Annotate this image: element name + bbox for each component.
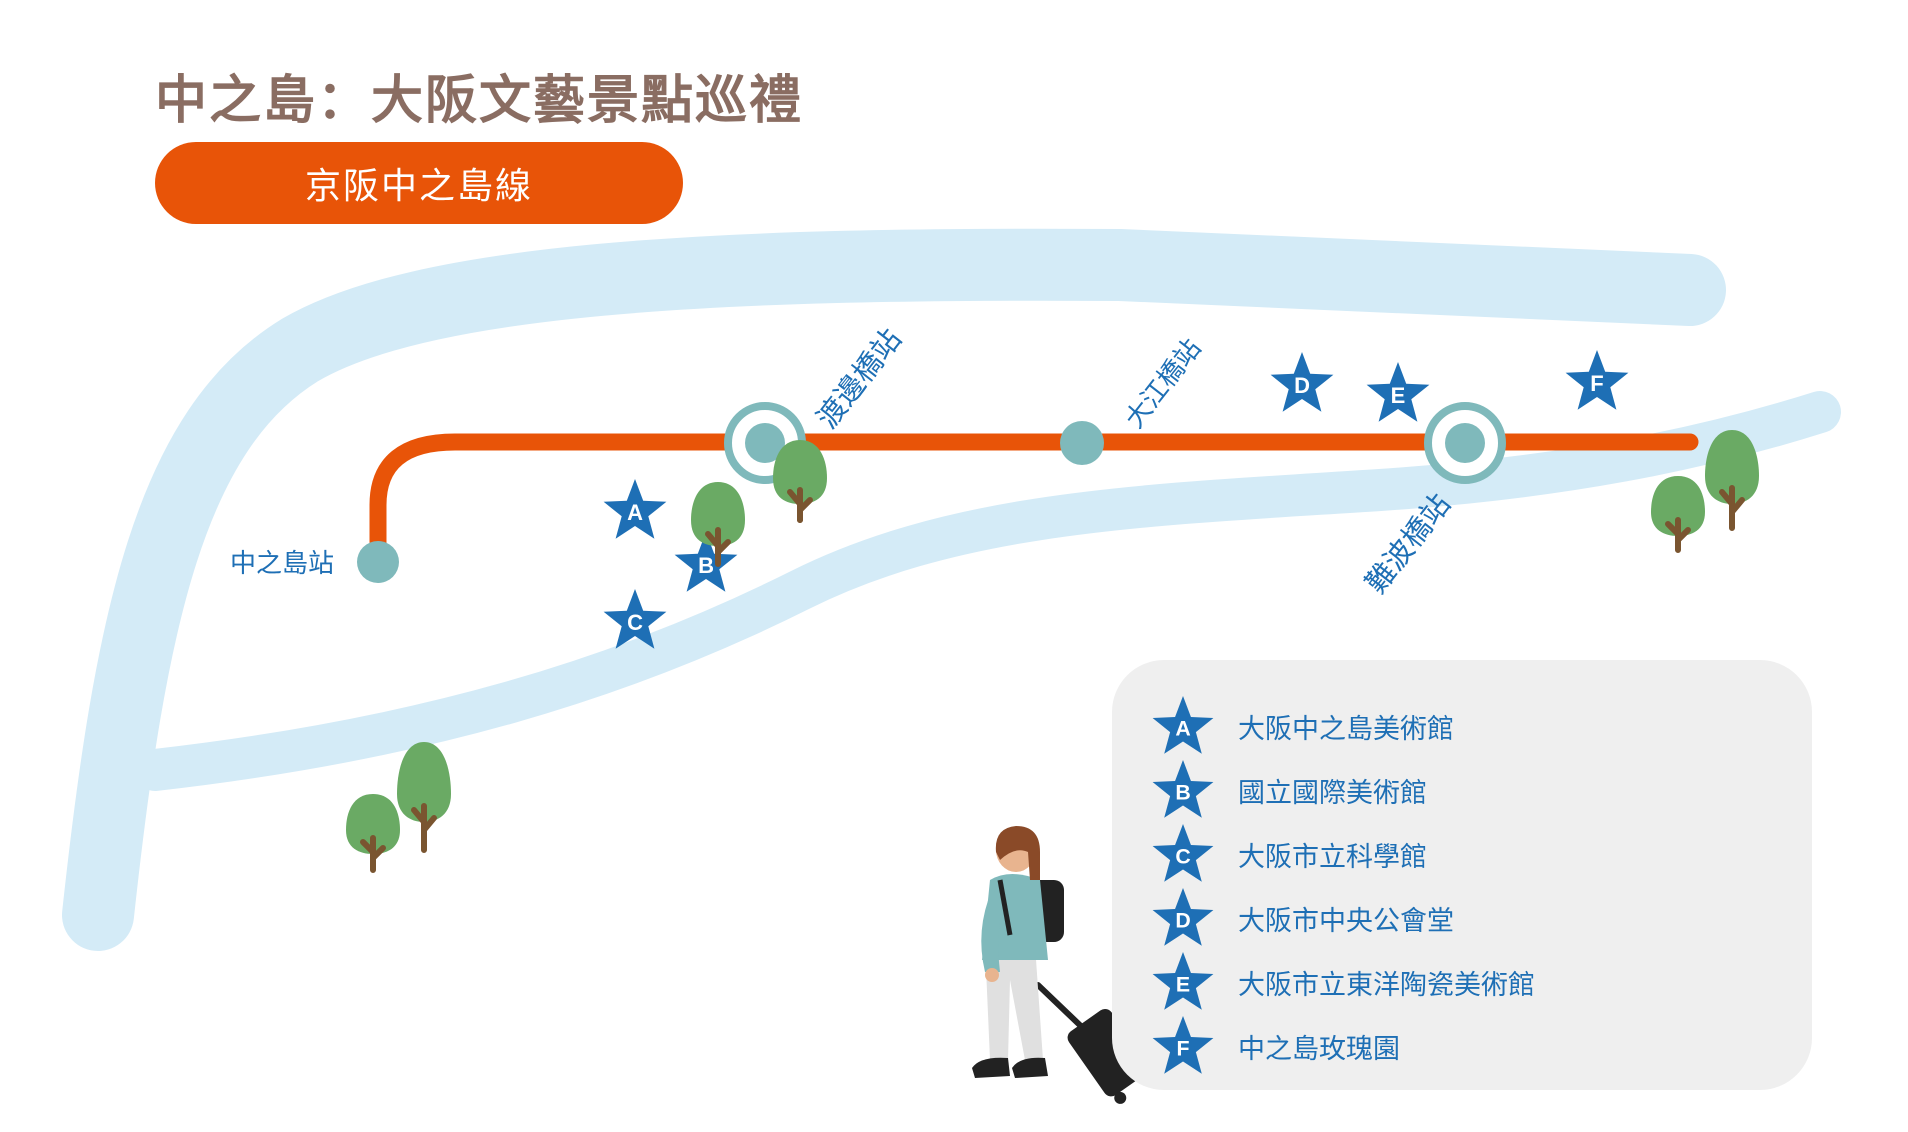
star-marker-b[interactable]: B — [674, 532, 738, 592]
legend-item-a[interactable]: A 大阪中之島美術館 — [1152, 695, 1454, 756]
station-nakanoshima-marker[interactable] — [357, 541, 399, 583]
station-label-nakanoshima: 中之島站 — [230, 549, 335, 579]
star-marker-e[interactable]: E — [1366, 362, 1430, 422]
station-watanabebashi-marker — [745, 423, 785, 463]
legend-item-label: 大阪市中央公會堂 — [1238, 905, 1454, 937]
star-marker-f[interactable]: F — [1565, 350, 1629, 410]
page-title: 中之島：大阪文藝景點巡禮 — [155, 71, 804, 131]
legend-item-c[interactable]: C 大阪市立科學館 — [1152, 823, 1427, 884]
rivers — [62, 228, 1841, 951]
tree-icon — [1651, 476, 1705, 553]
station-oebashi-marker[interactable] — [1060, 421, 1104, 465]
legend-item-f[interactable]: F 中之島玫瑰園 — [1152, 1015, 1400, 1076]
legend-item-label: 大阪中之島美術館 — [1238, 713, 1454, 745]
tree-icon — [691, 482, 745, 567]
tree-icon — [773, 440, 827, 523]
star-icon: B — [1152, 759, 1214, 818]
keihan-nakanoshima-line — [369, 433, 1699, 554]
star-letter: A — [627, 500, 643, 525]
star-letter: E — [1176, 973, 1190, 997]
star-icon: E — [1152, 951, 1214, 1010]
star-letter: F — [1176, 1037, 1189, 1061]
line-name-badge: 京阪中之島線 — [155, 142, 683, 224]
star-letter: D — [1175, 909, 1190, 933]
legend-item-label: 大阪市立科學館 — [1238, 841, 1427, 873]
legend-item-label: 中之島玫瑰園 — [1238, 1033, 1400, 1065]
river-upper-branch — [62, 228, 1726, 951]
star-letter: C — [627, 610, 643, 635]
star-letter: F — [1590, 371, 1603, 396]
legend-item-label: 國立國際美術館 — [1238, 777, 1427, 809]
legend-item-d[interactable]: D 大阪市中央公會堂 — [1152, 887, 1454, 948]
star-letter: C — [1175, 845, 1190, 869]
star-icon: F — [1152, 1015, 1214, 1074]
river-lower-branch — [134, 391, 1841, 791]
star-letter: B — [698, 553, 714, 578]
tree-icon — [1705, 430, 1759, 531]
star-letter: A — [1175, 717, 1190, 741]
star-marker-c[interactable]: C — [603, 589, 667, 649]
star-marker-a[interactable]: A — [603, 479, 667, 539]
map-star-markers: A B C D E F — [603, 350, 1629, 649]
legend-item-label: 大阪市立東洋陶瓷美術館 — [1238, 969, 1535, 1001]
star-icon: A — [1152, 695, 1214, 754]
star-letter: D — [1294, 373, 1310, 398]
star-letter: E — [1391, 383, 1406, 408]
star-icon: D — [1152, 887, 1214, 946]
legend-item-b[interactable]: B 國立國際美術館 — [1152, 759, 1427, 820]
station-naniwabashi-marker — [1445, 423, 1485, 463]
tree-icon — [397, 742, 451, 853]
star-icon: C — [1152, 823, 1214, 882]
trees — [346, 430, 1759, 873]
legend-item-e[interactable]: E 大阪市立東洋陶瓷美術館 — [1152, 951, 1535, 1012]
star-letter: B — [1175, 781, 1190, 805]
tree-icon — [346, 794, 400, 873]
legend-panel: A 大阪中之島美術館 B 國立國際美術館 C 大阪市立科學館 D 大阪市中央公會… — [1112, 660, 1812, 1090]
star-marker-d[interactable]: D — [1270, 352, 1334, 412]
